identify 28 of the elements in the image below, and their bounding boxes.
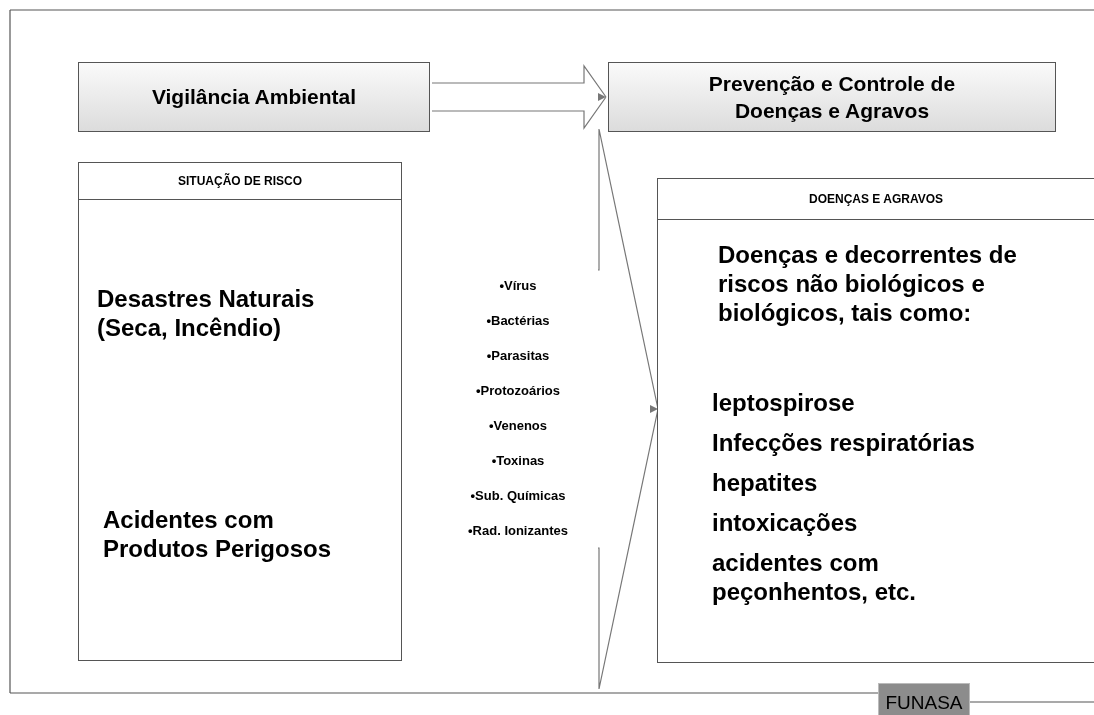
list-item: •Toxinas bbox=[490, 453, 546, 468]
body-text: leptospirose bbox=[712, 389, 856, 418]
list-item: •Venenos bbox=[488, 418, 548, 433]
source-label: FUNASA bbox=[884, 692, 964, 714]
title-box bbox=[608, 62, 1056, 132]
body-text: Doenças e decorrentes de riscos não biológicos e biológicos, tais como: bbox=[718, 241, 1018, 328]
title-box bbox=[78, 62, 430, 132]
list-item: •Vírus bbox=[498, 278, 538, 293]
panel-heading: SITUAÇÃO DE RISCO bbox=[177, 172, 303, 190]
body-text: acidentes com peçonhentos, etc. bbox=[712, 549, 918, 607]
panel-heading: DOENÇAS E AGRAVOS bbox=[808, 191, 944, 208]
list-item: •Protozoários bbox=[475, 383, 561, 398]
body-text: Desastres Naturais (Seca, Incêndio) bbox=[97, 285, 316, 343]
list-item: •Parasitas bbox=[485, 348, 551, 363]
panel-box bbox=[657, 178, 1094, 663]
box-title: Vigilância Ambiental bbox=[150, 84, 358, 111]
body-text: Infecções respiratórias bbox=[712, 429, 976, 458]
body-text: Acidentes com Produtos Perigosos bbox=[103, 506, 333, 564]
source-tag bbox=[878, 683, 970, 715]
list-item: •Sub. Químicas bbox=[469, 488, 567, 503]
body-text: hepatites bbox=[712, 469, 819, 498]
block-arrow bbox=[431, 64, 607, 130]
body-text: intoxicações bbox=[712, 509, 859, 538]
list-item: •Bactérias bbox=[485, 313, 551, 328]
box-title: Prevenção e Controle de Doenças e Agravos bbox=[707, 70, 957, 124]
list-item: •Rad. Ionizantes bbox=[467, 523, 569, 538]
panel-box bbox=[78, 162, 402, 661]
callout-arrow-head bbox=[597, 128, 659, 690]
